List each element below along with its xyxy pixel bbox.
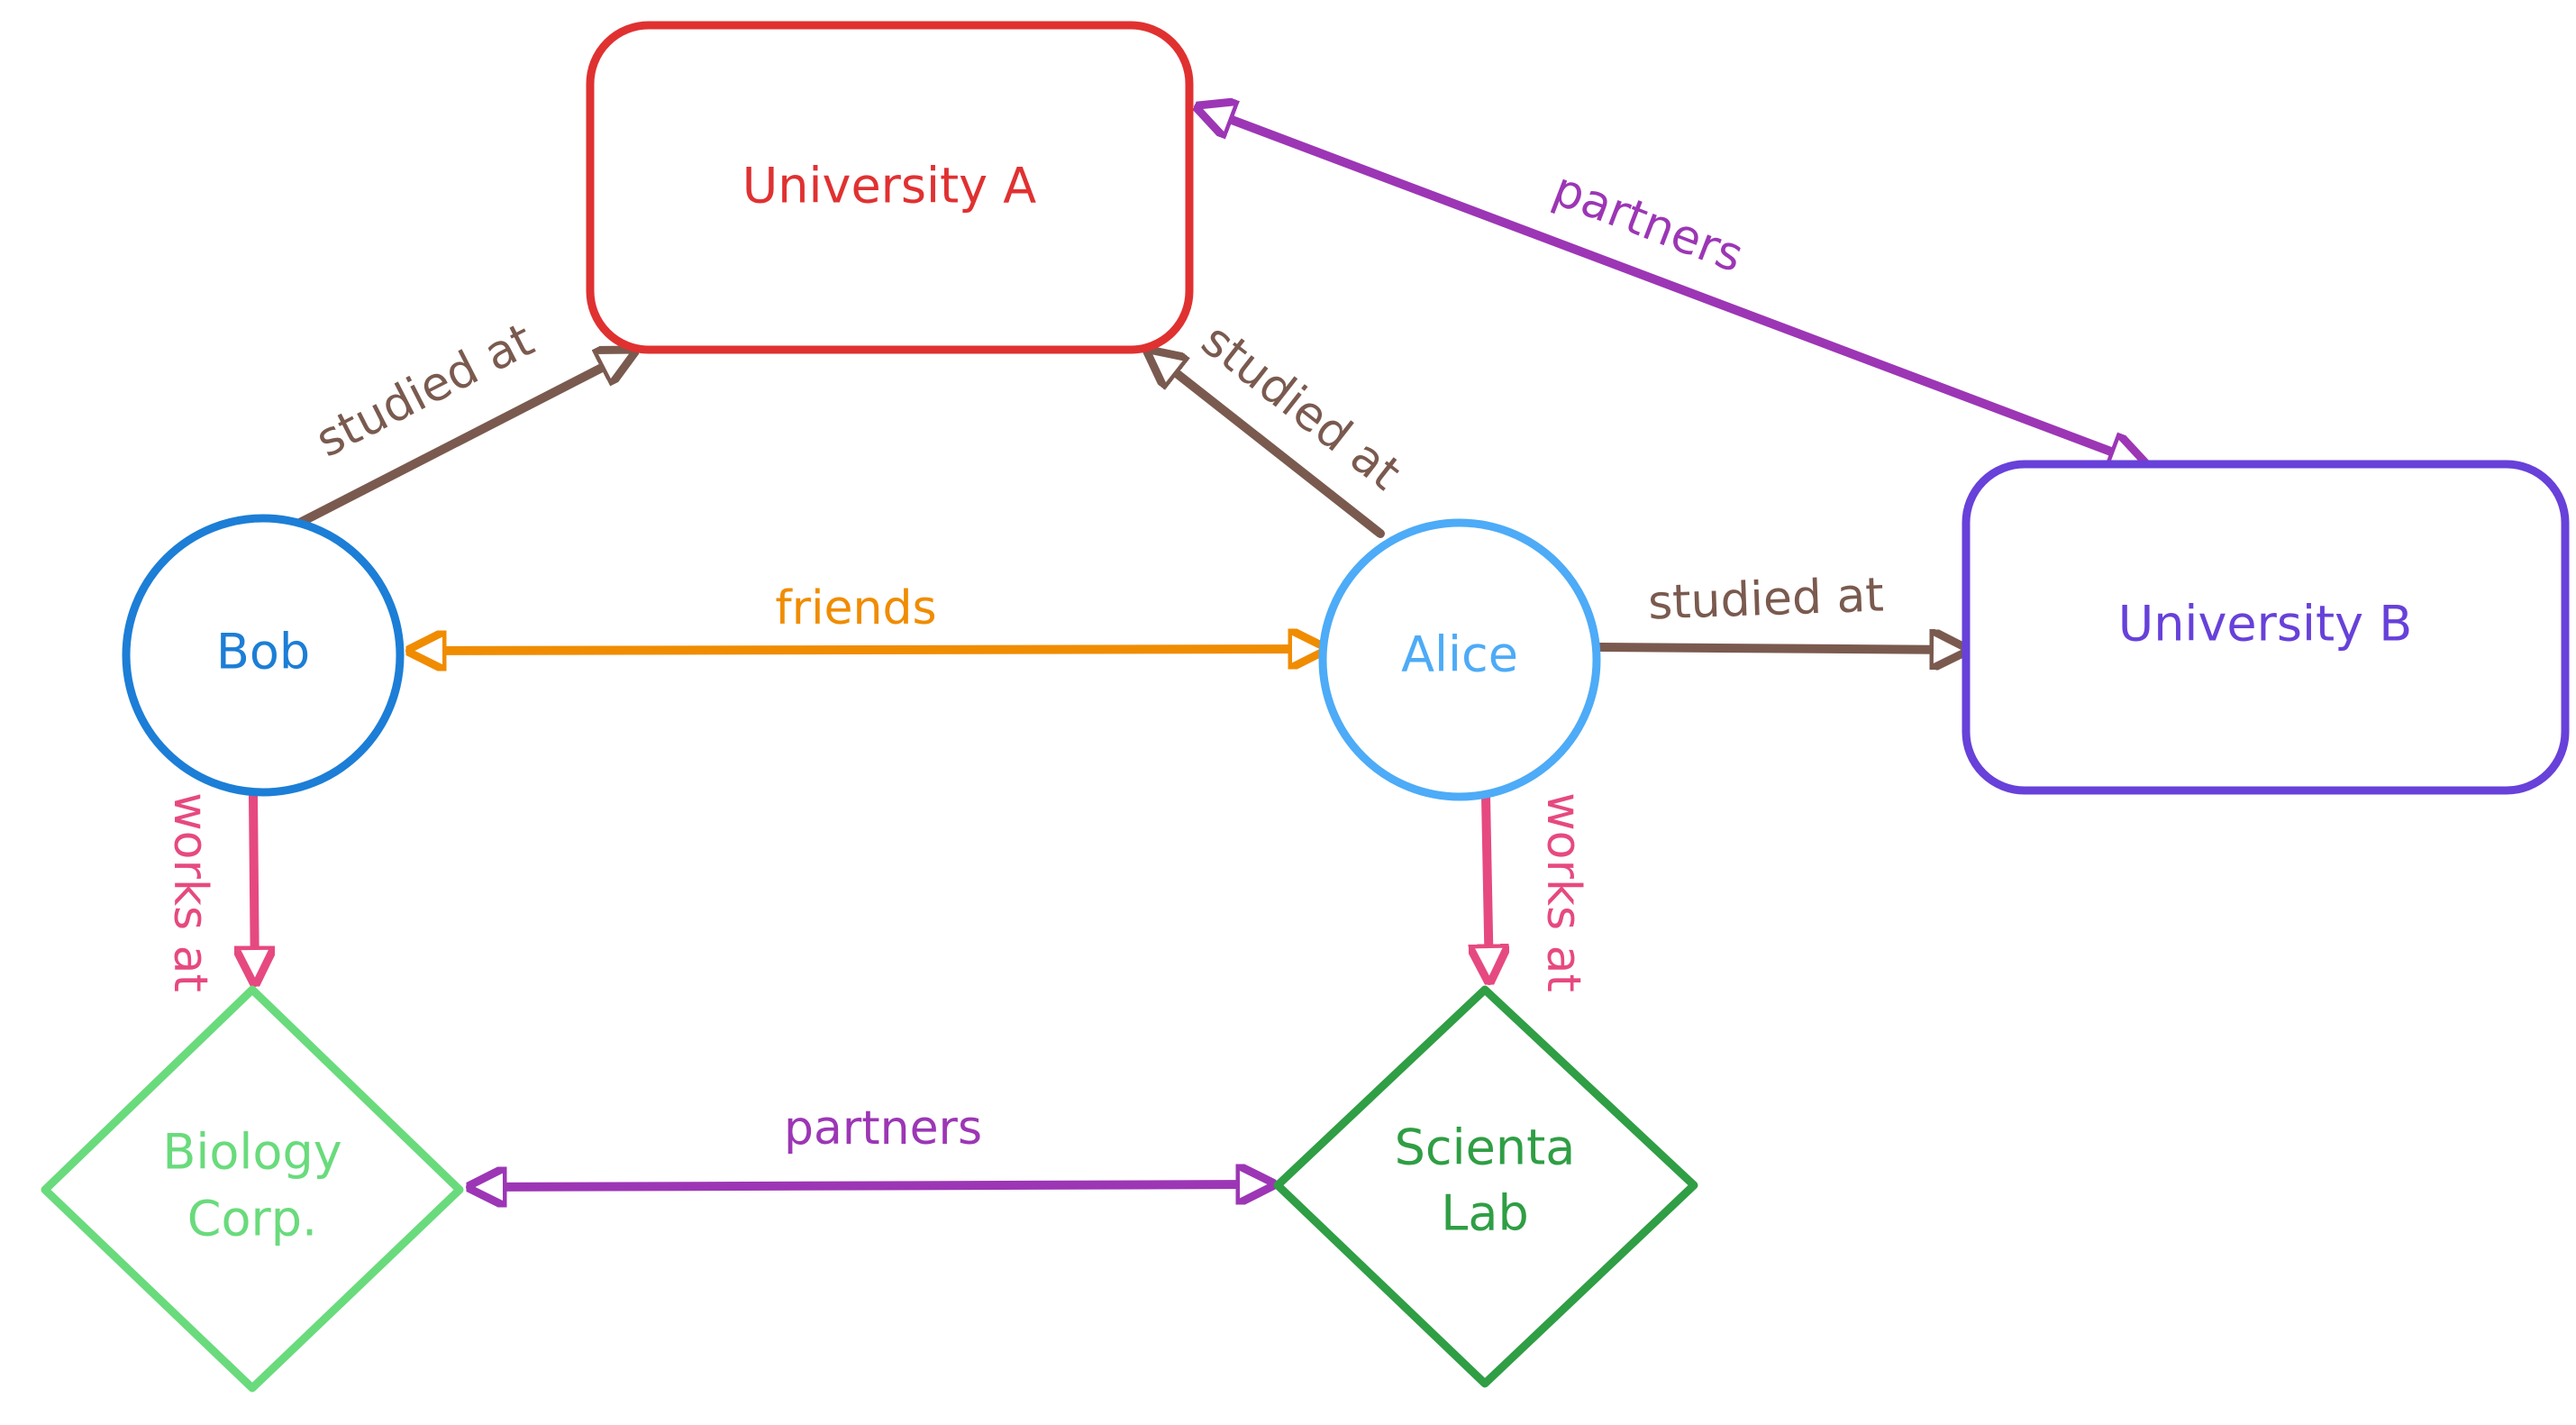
edge-label-universities-partners: partners: [1546, 162, 1751, 284]
node-label-scienta-lab-line2: Lab: [1441, 1185, 1528, 1242]
node-university-a[interactable]: University A: [586, 21, 1194, 354]
node-label-biology-corp-line1: Biology: [162, 1124, 341, 1181]
edge-label-bob-works-at: works at: [163, 792, 217, 992]
node-university-b[interactable]: University B: [1962, 460, 2570, 795]
edge-label-companies-partners: partners: [784, 1101, 982, 1156]
node-label-university-a: University A: [742, 158, 1037, 215]
node-label-university-b: University B: [2118, 596, 2413, 653]
node-label-biology-corp-line2: Corp.: [187, 1191, 317, 1247]
edge-label-bob-studied-at: studied at: [307, 313, 542, 468]
edge-label-friends: friends: [775, 581, 936, 635]
node-biology-corp[interactable]: Biology Corp.: [41, 985, 464, 1393]
node-label-bob: Bob: [216, 624, 310, 681]
edge-alice-studied-at-university-b[interactable]: studied at: [1592, 568, 1971, 650]
node-scienta-lab[interactable]: Scienta Lab: [1273, 985, 1698, 1388]
edge-alice-works-at-scienta-lab[interactable]: works at: [1486, 791, 1590, 992]
edge-label-alice-works-at: works at: [1536, 792, 1590, 992]
edge-alice-studied-at-university-a[interactable]: studied at: [1149, 313, 1410, 538]
edge-label-alice-studied-at-b: studied at: [1647, 568, 1885, 630]
node-bob[interactable]: Bob: [122, 514, 405, 797]
edge-bob-studied-at-university-a[interactable]: studied at: [288, 313, 633, 531]
edge-bob-works-at-biology-corp[interactable]: works at: [163, 791, 255, 992]
edge-companies-partners[interactable]: partners: [466, 1101, 1277, 1187]
edge-bob-alice-friends[interactable]: friends: [405, 581, 1329, 651]
node-label-scienta-lab-line1: Scienta: [1395, 1119, 1576, 1176]
node-label-alice: Alice: [1401, 626, 1518, 683]
node-alice[interactable]: Alice: [1318, 518, 1601, 801]
